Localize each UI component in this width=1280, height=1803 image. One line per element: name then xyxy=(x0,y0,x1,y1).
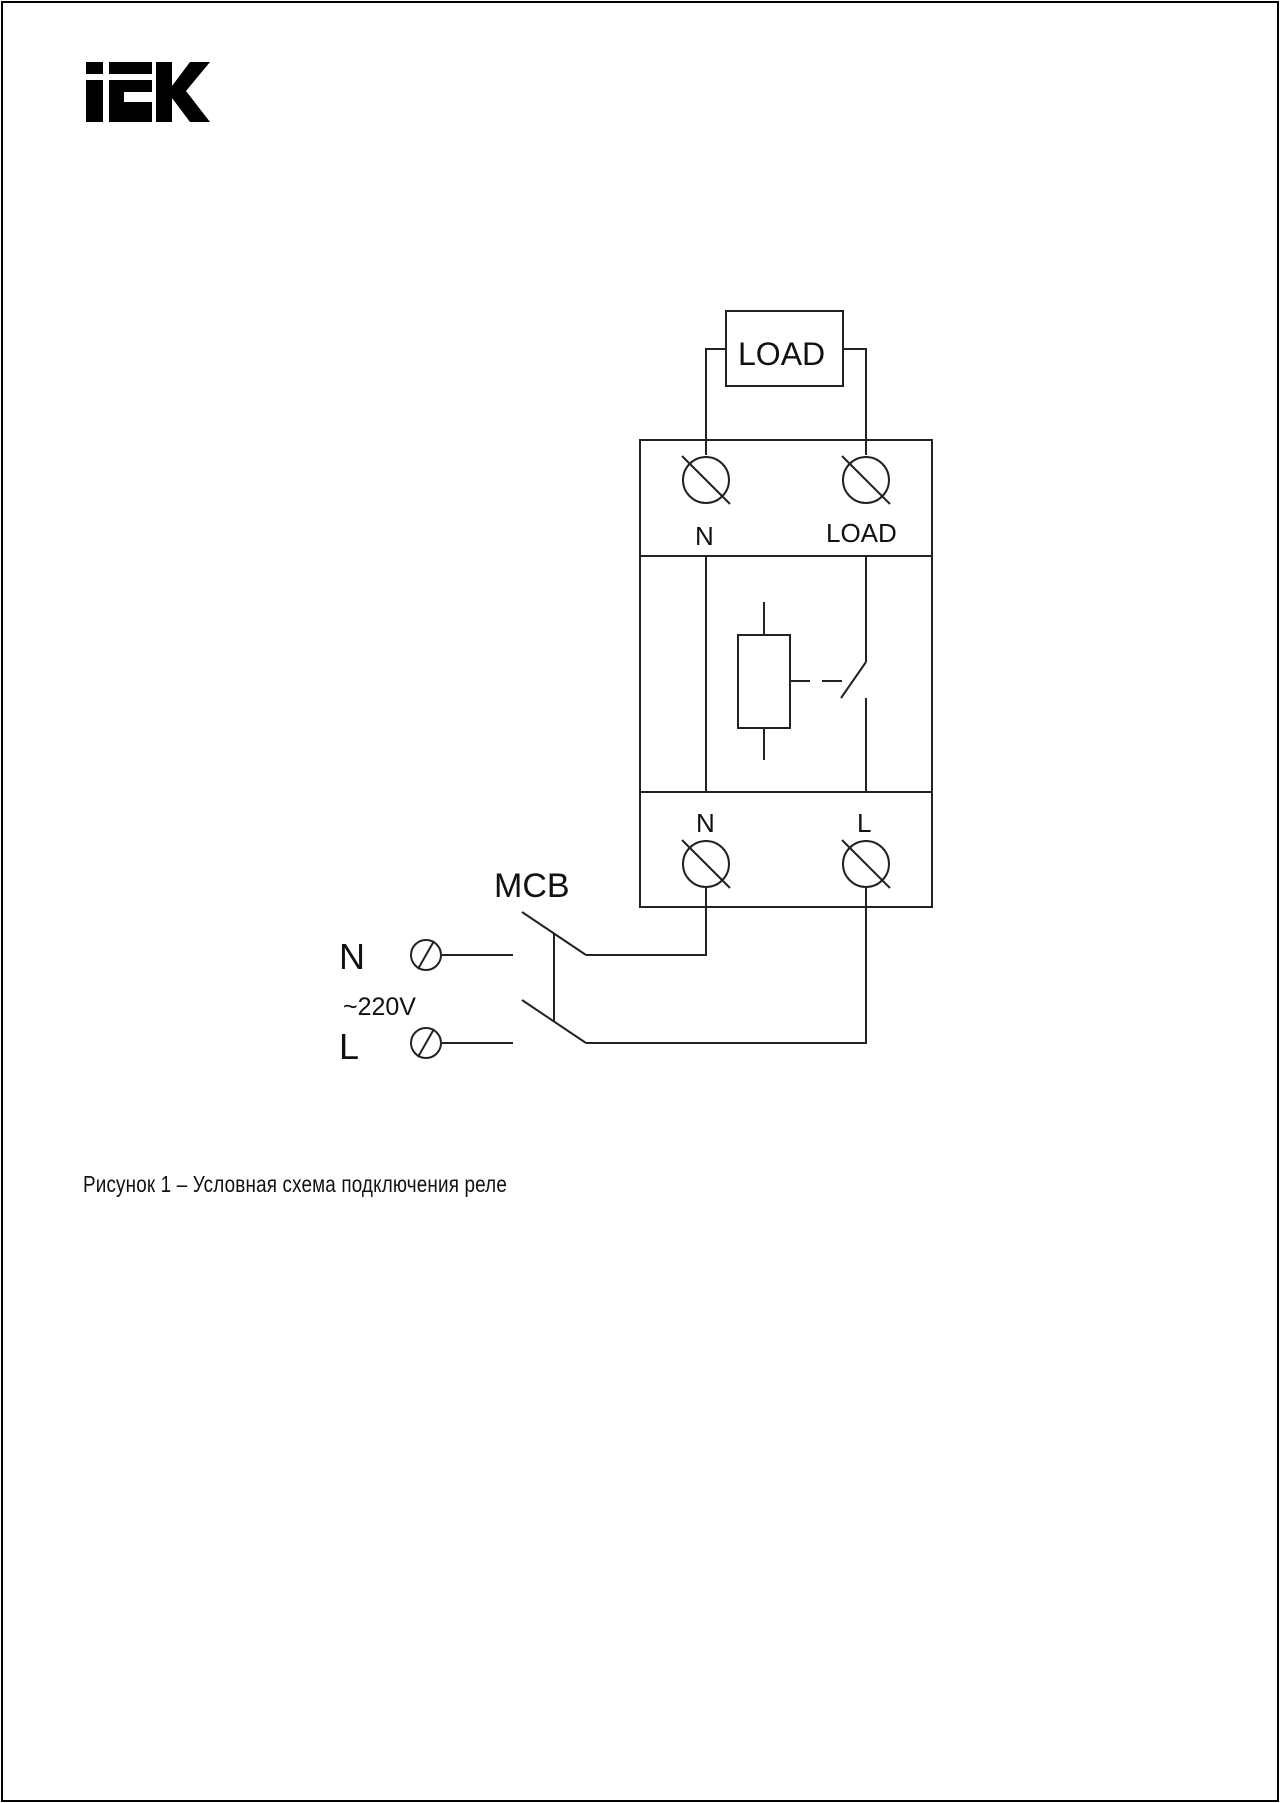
supply-terminal-l xyxy=(410,1027,442,1059)
bottom-terminal-l-label: L xyxy=(857,808,871,838)
mcb-contact-n xyxy=(521,911,587,956)
figure-caption: Рисунок 1 – Условная схема подключения р… xyxy=(83,1171,508,1197)
logo-i-dot xyxy=(86,62,103,74)
supply-terminal-n xyxy=(410,939,442,971)
logo-e-notch xyxy=(124,92,152,102)
logo-e-top xyxy=(109,62,152,74)
wire-mcb-l xyxy=(586,887,867,1044)
top-terminal-n-label: N xyxy=(695,521,714,551)
load-box-label: LOAD xyxy=(738,336,825,372)
relay-module xyxy=(639,439,933,908)
relay-coil xyxy=(737,634,791,729)
wire-load-right xyxy=(843,348,867,455)
top-terminal-load-label: LOAD xyxy=(826,518,897,548)
supply-l-label: L xyxy=(339,1026,359,1067)
supply-voltage-label: ~220V xyxy=(343,993,416,1021)
iek-logo xyxy=(86,62,210,122)
terminal-top-load xyxy=(841,455,891,505)
wire-mcb-n xyxy=(586,887,707,956)
supply-n-label: N xyxy=(339,936,365,977)
terminal-top-n xyxy=(681,455,731,505)
logo-i-stem xyxy=(86,80,103,122)
wire-load-left xyxy=(705,348,726,455)
bottom-terminal-n-label: N xyxy=(696,808,715,838)
logo-k xyxy=(156,62,210,122)
relay-contact xyxy=(840,661,867,699)
mcb-label: MCB xyxy=(494,867,570,905)
terminal-bottom-l xyxy=(841,839,891,889)
terminal-bottom-n xyxy=(681,839,731,889)
